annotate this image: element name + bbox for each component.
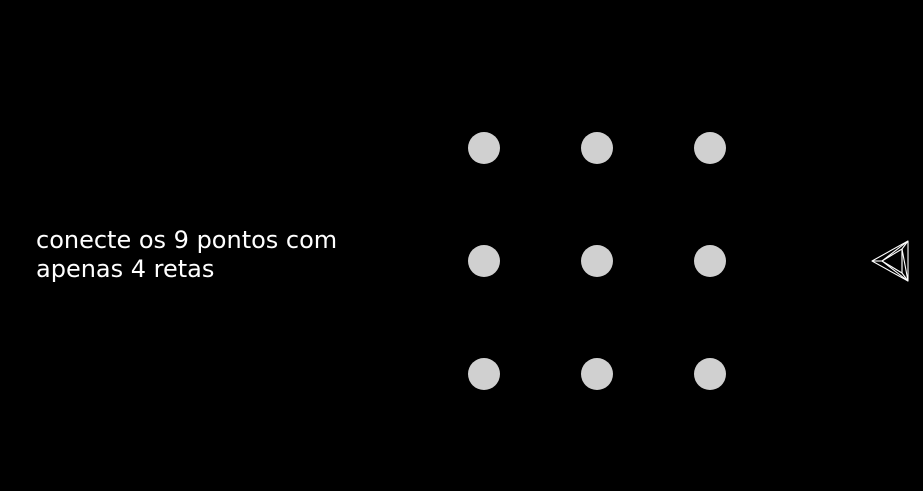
dot-3-2[interactable] bbox=[581, 358, 613, 390]
dot-1-2[interactable] bbox=[581, 132, 613, 164]
dot-2-1[interactable] bbox=[468, 245, 500, 277]
wireframe-triangle-logo-icon bbox=[870, 239, 910, 283]
instruction-line-2: apenas 4 retas bbox=[36, 255, 215, 283]
instruction-line-1: conecte os 9 pontos com bbox=[36, 226, 338, 254]
dot-3-3[interactable] bbox=[694, 358, 726, 390]
dot-2-2[interactable] bbox=[581, 245, 613, 277]
dot-2-3[interactable] bbox=[694, 245, 726, 277]
instruction-text: conecte os 9 pontos com apenas 4 retas bbox=[36, 226, 337, 284]
dot-1-3[interactable] bbox=[694, 132, 726, 164]
dot-1-1[interactable] bbox=[468, 132, 500, 164]
dot-3-1[interactable] bbox=[468, 358, 500, 390]
